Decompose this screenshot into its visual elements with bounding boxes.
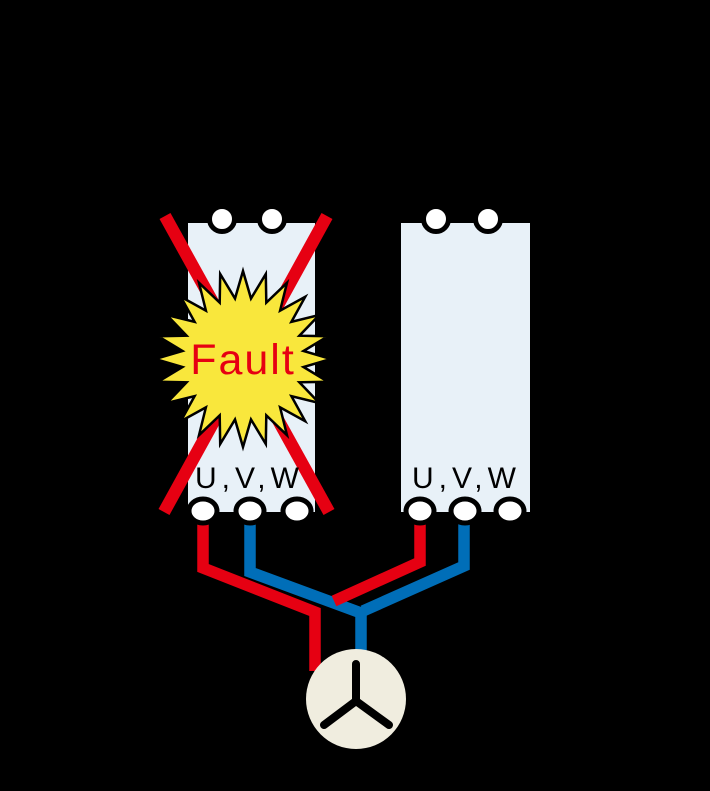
fault-label: Fault xyxy=(190,336,296,384)
terminal-dot-icon xyxy=(448,496,482,526)
left-blue-wire xyxy=(244,509,367,655)
right-red-wire xyxy=(331,509,426,607)
right-uvw-label: U,V,W xyxy=(412,462,521,495)
left-red-wire xyxy=(197,509,321,671)
right-blue-wire xyxy=(360,509,470,617)
terminal-dot-icon xyxy=(280,496,314,526)
three-phase-motor-icon xyxy=(306,649,406,749)
motor-wires xyxy=(197,509,470,671)
terminal-dots xyxy=(186,204,527,526)
fault-starburst-icon: Fault xyxy=(150,266,336,452)
terminal-dot-icon xyxy=(421,204,451,234)
right-inverter-unit: U,V,W xyxy=(401,223,530,512)
left-uvw-label: U,V,W xyxy=(195,462,304,495)
right-inverter-box xyxy=(401,223,530,512)
terminal-dot-icon xyxy=(207,204,237,234)
terminal-dot-icon xyxy=(403,496,437,526)
terminal-dot-icon xyxy=(233,496,267,526)
motor-y-symbol xyxy=(320,660,393,729)
terminal-dot-icon xyxy=(473,204,503,234)
terminal-dot-icon xyxy=(186,496,220,526)
fault-burst-shape xyxy=(150,266,336,452)
terminal-dot-icon xyxy=(257,204,287,234)
terminal-dot-icon xyxy=(493,496,527,526)
